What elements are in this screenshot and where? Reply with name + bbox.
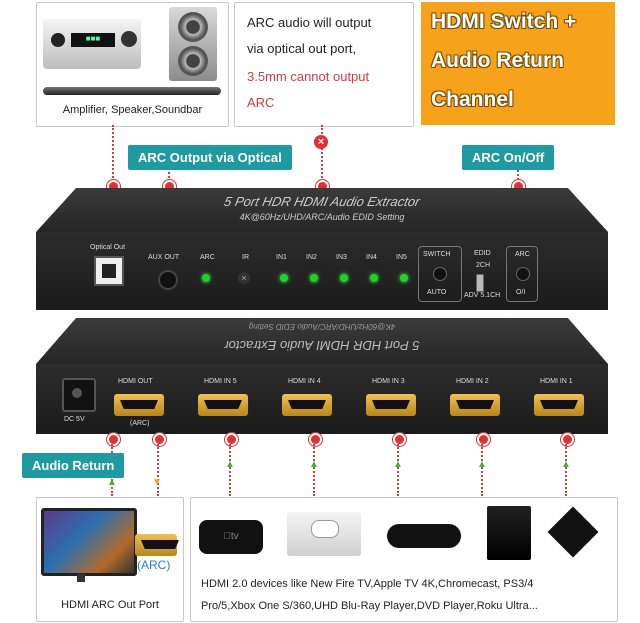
tag-arc-onoff: ARC On/Off (462, 145, 555, 170)
source-caption-line1: HDMI 2.0 devices like New Fire TV,Apple … (201, 578, 534, 590)
arc-switch-control: ARC O/I (506, 246, 538, 302)
headline-box: HDMI Switch + Audio Return Channel (421, 2, 615, 125)
tag-audio-return: Audio Return (22, 453, 125, 478)
hdmi-in3-port (366, 394, 416, 416)
tv-arc-label: (ARC) (137, 558, 171, 572)
arc-note-line1: ARC audio will output (247, 15, 372, 30)
ps4-image (487, 506, 531, 560)
tag-arc-output-optical: ARC Output via Optical (128, 145, 292, 170)
arc-note-panel: ARC audio will output via optical out po… (234, 2, 414, 127)
roku-image (387, 524, 461, 548)
amplifier-image: ■■■ (43, 19, 141, 69)
tv-caption: HDMI ARC Out Port (61, 599, 159, 611)
amplifier-caption: Amplifier, Speaker,Soundbar (62, 104, 203, 116)
in5-led (400, 274, 408, 282)
no-output-icon: × (314, 135, 328, 149)
device-back-mirror-title: 5 Port HDR HDMI Audio Extractor (224, 338, 420, 353)
optical-out-port (94, 256, 124, 286)
tv-panel: (ARC) HDMI ARC Out Port (36, 497, 184, 622)
tv-image (41, 508, 137, 576)
arc-note-line4: ARC (247, 95, 275, 110)
fire-tv-image (547, 506, 599, 558)
hdmi-in4-port (282, 394, 332, 416)
hdmi-out-port (114, 394, 164, 416)
xbox-image (287, 512, 361, 556)
apple-tv-image: tv (199, 520, 263, 554)
device-front-panel: Optical Out AUX OUT ARC IR × IN1 IN2 IN3… (36, 232, 608, 310)
device-back-panel: DC 5V HDMI OUT (ARC) HDMI IN 5 HDMI IN 4… (36, 364, 608, 434)
headline-line1: HDMI Switch + (431, 10, 577, 33)
switch-control: SWITCH AUTO (418, 246, 462, 302)
device-back-mirror-sub: 4K@60Hz/UHD/ARC/Audio EDID Setting (248, 322, 396, 331)
aux-out-port (158, 270, 178, 290)
tv-hdmi-port (135, 534, 177, 556)
switch-button[interactable] (433, 267, 447, 281)
hdmi-in5-port (198, 394, 248, 416)
hdmi-in2-port (450, 394, 500, 416)
hdmi-in1-port (534, 394, 584, 416)
device-back-top: 5 Port HDR HDMI Audio Extractor 4K@60Hz/… (36, 318, 608, 364)
soundbar-image (43, 87, 221, 95)
source-devices-panel: tv HDMI 2.0 devices like New Fire TV,Ap… (190, 497, 618, 622)
amplifier-panel: ■■■ Amplifier, Speaker,Soundbar (36, 2, 229, 127)
device-subtitle: 4K@60Hz/UHD/ARC/Audio EDID Setting (239, 212, 405, 222)
device-title: 5 Port HDR HDMI Audio Extractor (222, 194, 422, 209)
arc-switch-button[interactable] (516, 267, 530, 281)
arc-note-line2: via optical out port, (247, 41, 357, 56)
headline-line2: Audio Return (431, 49, 564, 72)
headline-line3: Channel (431, 88, 514, 111)
ir-sensor: × (238, 272, 250, 284)
in4-led (370, 274, 378, 282)
in2-led (310, 274, 318, 282)
speaker-image (169, 7, 217, 81)
arc-note-line3: 3.5mm cannot output (247, 69, 370, 84)
edid-toggle[interactable] (476, 274, 484, 292)
in1-led (280, 274, 288, 282)
arc-led (202, 274, 210, 282)
source-caption-line2: Pro/5,Xbox One S/360,UHD Blu-Ray Player,… (201, 600, 538, 612)
device-front-top: 5 Port HDR HDMI Audio Extractor 4K@60Hz/… (36, 188, 608, 232)
in3-led (340, 274, 348, 282)
dc-port (62, 378, 96, 412)
